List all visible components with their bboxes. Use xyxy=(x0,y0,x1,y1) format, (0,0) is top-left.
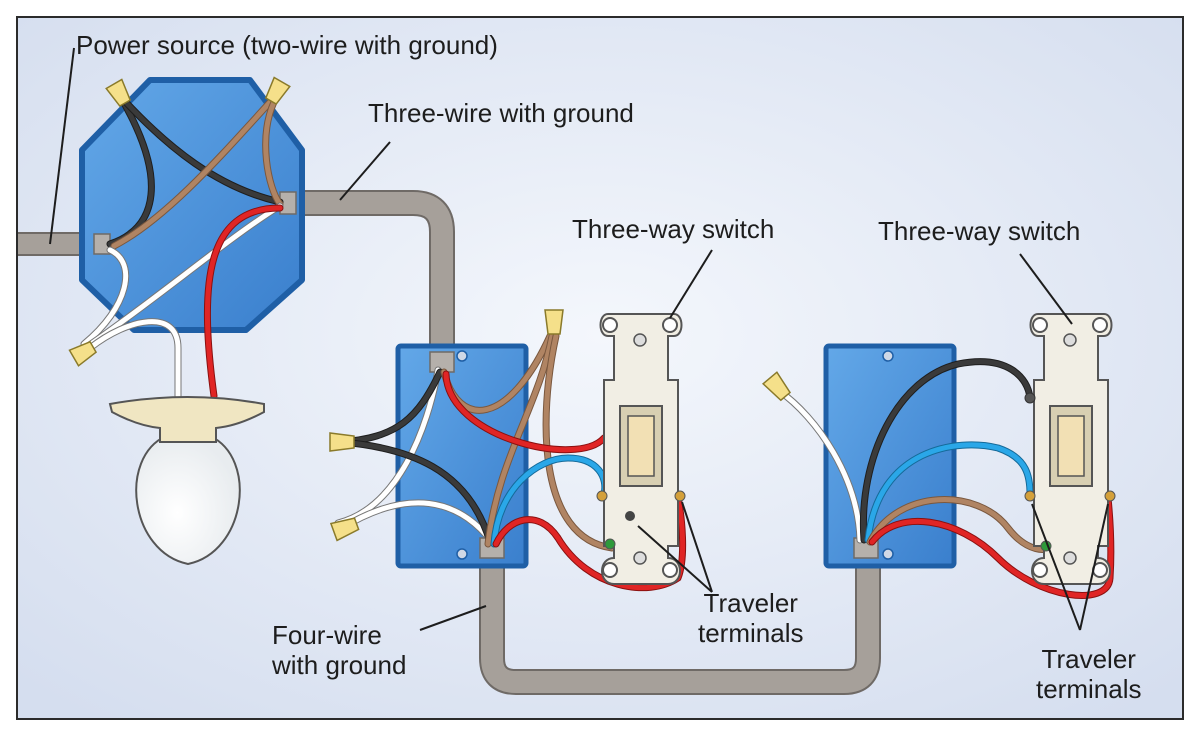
wiring-diagram xyxy=(18,18,1182,718)
label-three-wire: Three-wire with ground xyxy=(368,98,634,128)
label-four-wire-line-1: Four-wire xyxy=(272,620,382,650)
label-traveler-2-line-1: Traveler xyxy=(1041,644,1136,674)
leader-traveler-1b xyxy=(681,501,713,593)
bulb-base xyxy=(108,396,265,443)
label-four-wire: Four-wire with ground xyxy=(272,620,406,680)
bulb-glass xyxy=(135,435,241,566)
label-traveler-1-line-2: terminals xyxy=(698,618,804,648)
leader-switch-1 xyxy=(669,249,713,319)
label-traveler-1: Traveler terminals xyxy=(698,588,803,648)
switch-2-wires xyxy=(774,358,1115,599)
label-switch-1: Three-way switch xyxy=(572,214,775,244)
switch-1-wires xyxy=(334,332,687,592)
leader-three-wire xyxy=(339,141,391,201)
leader-lines xyxy=(49,47,1109,631)
label-power-source: Power source (two-wire with ground) xyxy=(76,30,498,60)
diagram-frame: Power source (two-wire with ground) Thre… xyxy=(16,16,1184,720)
three-way-switch-1 xyxy=(596,313,686,585)
leader-traveler-2b xyxy=(1079,503,1109,631)
conduits xyxy=(18,190,881,695)
label-four-wire-line-2: with ground xyxy=(272,650,407,680)
junction-box-wires xyxy=(80,92,284,400)
leader-traveler-2a xyxy=(1031,503,1081,631)
leader-traveler-1a xyxy=(637,525,713,593)
leader-four-wire xyxy=(419,605,487,631)
label-traveler-2: Traveler terminals xyxy=(1036,644,1141,704)
label-traveler-2-line-2: terminals xyxy=(1036,674,1142,704)
three-way-switch-2 xyxy=(1024,313,1116,585)
switch-1-wire-nuts xyxy=(329,309,564,542)
junction-wire-nuts xyxy=(68,76,291,367)
leader-power-source xyxy=(49,47,75,245)
label-traveler-1-line-1: Traveler xyxy=(703,588,798,618)
light-fixture xyxy=(108,396,265,566)
leader-switch-2 xyxy=(1019,253,1073,325)
switch-2-wire-nut xyxy=(761,371,792,402)
label-switch-2: Three-way switch xyxy=(878,216,1081,246)
switch-box-2 xyxy=(823,343,957,569)
